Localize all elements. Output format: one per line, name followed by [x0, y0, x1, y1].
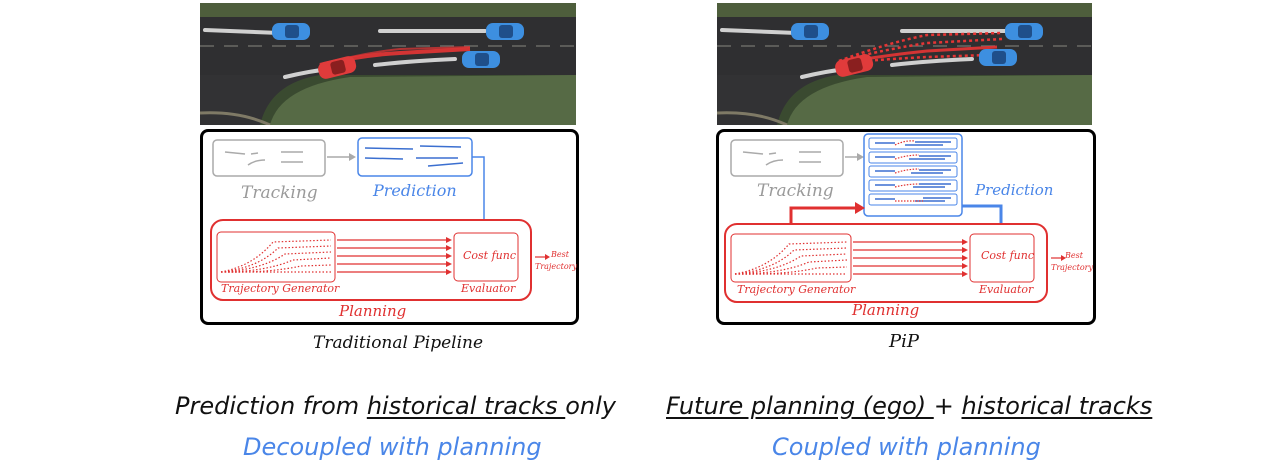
- tracking-label: Tracking: [757, 181, 834, 201]
- prediction-sample-rows: [868, 137, 958, 206]
- future-planning-text: Future planning (ego): [666, 392, 934, 420]
- historical-tracks-text: historical tracks: [961, 392, 1153, 420]
- historical-tracks-text: historical tracks: [366, 392, 566, 420]
- best-label: Best: [551, 250, 569, 259]
- decoupled-text: Decoupled with planning: [243, 433, 542, 461]
- pip-diagram-svg: [724, 133, 1066, 303]
- traditional-aerial-scene: [200, 3, 576, 125]
- coupled-text: Coupled with planning: [772, 433, 1041, 461]
- evaluator-label: Evaluator: [979, 283, 1034, 296]
- prediction-box: [357, 137, 473, 177]
- cost-func-box: [969, 233, 1035, 283]
- ego-car-icon: [318, 56, 357, 79]
- tracking-box: [212, 139, 326, 177]
- best-trajectory-label: Trajectory: [535, 262, 577, 271]
- traditional-caption: Traditional Pipeline: [313, 333, 484, 353]
- planning-label: Planning: [852, 301, 920, 319]
- pip-caption: PiP: [889, 331, 919, 352]
- pip-diagram: Tracking Prediction Cost func Best Traje…: [716, 129, 1096, 325]
- other-car-icon: [791, 23, 829, 40]
- other-car-icon: [1005, 23, 1043, 40]
- traditional-diagram: Tracking Prediction Cost func Best Traje…: [200, 129, 579, 325]
- trajectory-generator-label: Trajectory Generator: [737, 283, 856, 296]
- pip-scene-svg: [717, 3, 1092, 125]
- prediction-stack-box: [863, 133, 963, 217]
- pip-description: Future planning (ego) + historical track…: [666, 392, 1152, 420]
- evaluator-label: Evaluator: [461, 282, 516, 295]
- best-label: Best: [1065, 251, 1083, 260]
- tracking-label: Tracking: [241, 183, 318, 203]
- cost-func-label: Cost func: [981, 249, 1035, 262]
- traditional-description: Prediction from historical tracks only: [175, 392, 616, 420]
- pip-aerial-scene: [717, 3, 1092, 125]
- prediction-label: Prediction: [975, 181, 1054, 199]
- best-trajectory-label: Trajectory: [1051, 263, 1093, 272]
- ego-car-icon: [835, 54, 874, 77]
- other-car-icon: [979, 49, 1017, 66]
- other-car-icon: [486, 23, 524, 40]
- description-text: Prediction from: [175, 392, 367, 420]
- planning-box: [724, 223, 1048, 303]
- planning-label: Planning: [339, 302, 407, 320]
- traditional-diagram-svg: [210, 137, 550, 301]
- trajectory-generator-box: [730, 233, 852, 283]
- cost-func-box: [453, 232, 519, 282]
- prediction-label: Prediction: [373, 181, 457, 200]
- cost-func-label: Cost func: [463, 249, 517, 262]
- only-text: only: [565, 392, 616, 420]
- trajectory-generator-box: [216, 231, 336, 283]
- plus-text: +: [933, 392, 962, 420]
- other-car-icon: [462, 51, 500, 68]
- trajectory-generator-label: Trajectory Generator: [221, 282, 340, 295]
- other-car-icon: [272, 23, 310, 40]
- traditional-pipeline-panel: Tracking Prediction Cost func Best Traje…: [175, 3, 616, 461]
- traditional-scene-svg: [200, 3, 576, 125]
- tracking-box: [730, 139, 844, 177]
